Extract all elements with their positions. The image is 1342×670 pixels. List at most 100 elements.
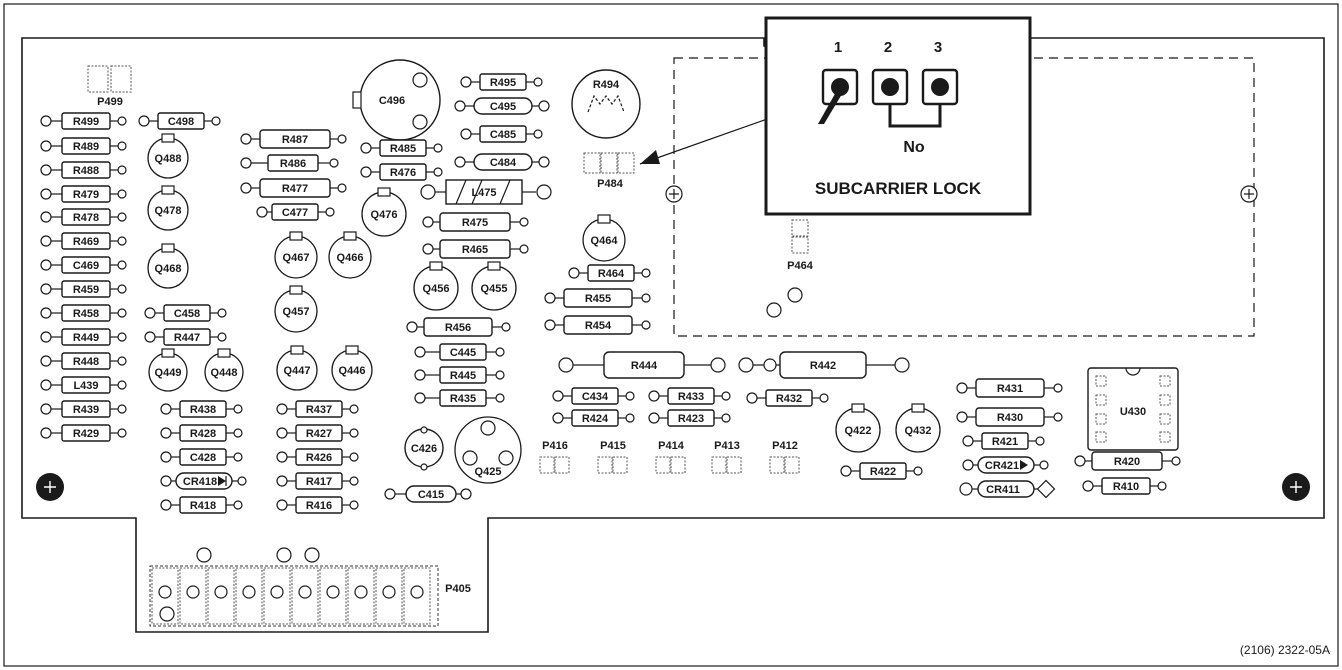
transistor-q467: Q467: [274, 231, 318, 279]
screw-hole: [766, 287, 803, 318]
component-r431: R431: [956, 378, 1063, 398]
svg-text:R432: R432: [776, 393, 802, 405]
svg-text:R488: R488: [73, 165, 99, 177]
transistor-q448: Q448: [204, 348, 244, 392]
svg-text:R422: R422: [870, 466, 896, 478]
svg-text:C477: C477: [282, 207, 308, 219]
component-c434: C434: [552, 387, 635, 405]
svg-text:C495: C495: [490, 101, 516, 113]
component-r435: R435: [414, 389, 505, 407]
component-r439: R439: [40, 400, 127, 418]
callout-title: SUBCARRIER LOCK: [815, 179, 982, 198]
svg-text:R469: R469: [73, 236, 99, 248]
svg-text:Q464: Q464: [591, 235, 619, 247]
svg-text:R442: R442: [810, 360, 836, 372]
component-r458: R458: [40, 304, 127, 322]
component-r421: R421: [962, 432, 1045, 450]
component-l439: L439: [40, 376, 127, 394]
component-r418: R418: [160, 496, 243, 514]
transistor-q449: Q449: [148, 348, 188, 392]
component-r410: R410: [1082, 477, 1167, 495]
component-r454: R454: [544, 315, 651, 335]
svg-text:R433: R433: [678, 391, 704, 403]
svg-text:C496: C496: [379, 95, 405, 107]
svg-text:R420: R420: [1114, 456, 1140, 468]
component-l475: L475: [420, 179, 552, 205]
column-1-components: R499 R489 R488 R479 R478 R469 C469 R459 …: [40, 112, 127, 442]
jumper-wire: [888, 104, 942, 128]
svg-text:R417: R417: [306, 476, 332, 488]
component-r449: R449: [40, 328, 127, 346]
connector-p414: P414: [655, 440, 686, 474]
svg-text:R486: R486: [280, 158, 306, 170]
component-c415: C415: [384, 485, 472, 503]
component-cr421: CR421: [962, 456, 1049, 474]
svg-text:R494: R494: [593, 79, 620, 91]
svg-text:U430: U430: [1120, 406, 1146, 418]
component-c445: C445: [414, 343, 505, 361]
mounting-hole: [1282, 473, 1310, 501]
mid-3-components: R475 R465 R456 C445 R445 R435: [406, 212, 529, 407]
component-c426: C426: [404, 426, 444, 471]
svg-text:R445: R445: [450, 370, 476, 382]
component-r428: R428: [160, 424, 243, 442]
svg-text:R444: R444: [631, 360, 658, 372]
transistor-q447: Q447: [276, 345, 318, 391]
svg-text:R410: R410: [1113, 481, 1139, 493]
transistor-q455: Q455: [471, 261, 517, 311]
component-c498: C498: [138, 112, 221, 130]
svg-text:R448: R448: [73, 356, 99, 368]
component-cr411: CR411: [959, 479, 1056, 499]
svg-text:R464: R464: [598, 268, 625, 280]
component-r433: R433: [648, 387, 731, 405]
svg-text:Q447: Q447: [284, 365, 311, 377]
svg-text:L439: L439: [73, 380, 98, 392]
component-r442: R442: [738, 351, 910, 379]
component-r417: R417: [276, 472, 359, 490]
svg-text:Q455: Q455: [481, 283, 508, 295]
svg-text:C498: C498: [168, 116, 194, 128]
transistor-q446: Q446: [331, 345, 373, 391]
svg-text:C458: C458: [174, 308, 200, 320]
component-r432: R432: [746, 389, 829, 407]
component-r444: R444: [558, 351, 726, 379]
component-r486: R486: [240, 154, 339, 172]
svg-text:R416: R416: [306, 500, 332, 512]
svg-text:Q456: Q456: [423, 283, 450, 295]
connector-p499: P499: [87, 65, 132, 108]
svg-text:R421: R421: [992, 436, 1018, 448]
svg-text:Q476: Q476: [371, 209, 398, 221]
component-r485: R485: [360, 139, 443, 157]
svg-text:R458: R458: [73, 308, 99, 320]
lower-a-components: R438 R428 C428 CR418 R418: [160, 400, 247, 514]
svg-text:P484: P484: [597, 178, 624, 190]
svg-text:R499: R499: [73, 116, 99, 128]
figure-number: (2106) 2322-05A: [1240, 643, 1330, 657]
connector-p405: P405: [149, 547, 471, 627]
svg-text:P412: P412: [772, 440, 798, 452]
component-r455: R455: [544, 288, 651, 308]
svg-text:R427: R427: [306, 428, 332, 440]
svg-text:P413: P413: [714, 440, 740, 452]
component-r420: R420: [1074, 451, 1181, 471]
svg-text:Q446: Q446: [339, 365, 366, 377]
component-c495: C495: [454, 97, 550, 115]
transistor-q468: Q468: [147, 243, 189, 289]
svg-text:Q422: Q422: [845, 425, 872, 437]
component-r422: R422: [840, 462, 923, 480]
svg-text:Q448: Q448: [211, 367, 238, 379]
jumper-pin-1: [818, 68, 859, 124]
svg-text:R479: R479: [73, 189, 99, 201]
transistor-q422: Q422: [835, 403, 881, 453]
callout-arrowhead: [640, 150, 660, 164]
component-r489: R489: [40, 137, 127, 155]
svg-text:R428: R428: [190, 428, 216, 440]
lower-b-components: R437 R427 R426 R417 R416: [276, 400, 359, 514]
svg-text:R423: R423: [678, 413, 704, 425]
jumper-label: No: [903, 139, 925, 156]
connector-p416: P416: [539, 440, 570, 474]
component-r487: R487: [240, 129, 347, 149]
svg-text:R475: R475: [462, 217, 488, 229]
component-r465: R465: [422, 239, 529, 259]
jumper-pin-3: [921, 68, 959, 106]
